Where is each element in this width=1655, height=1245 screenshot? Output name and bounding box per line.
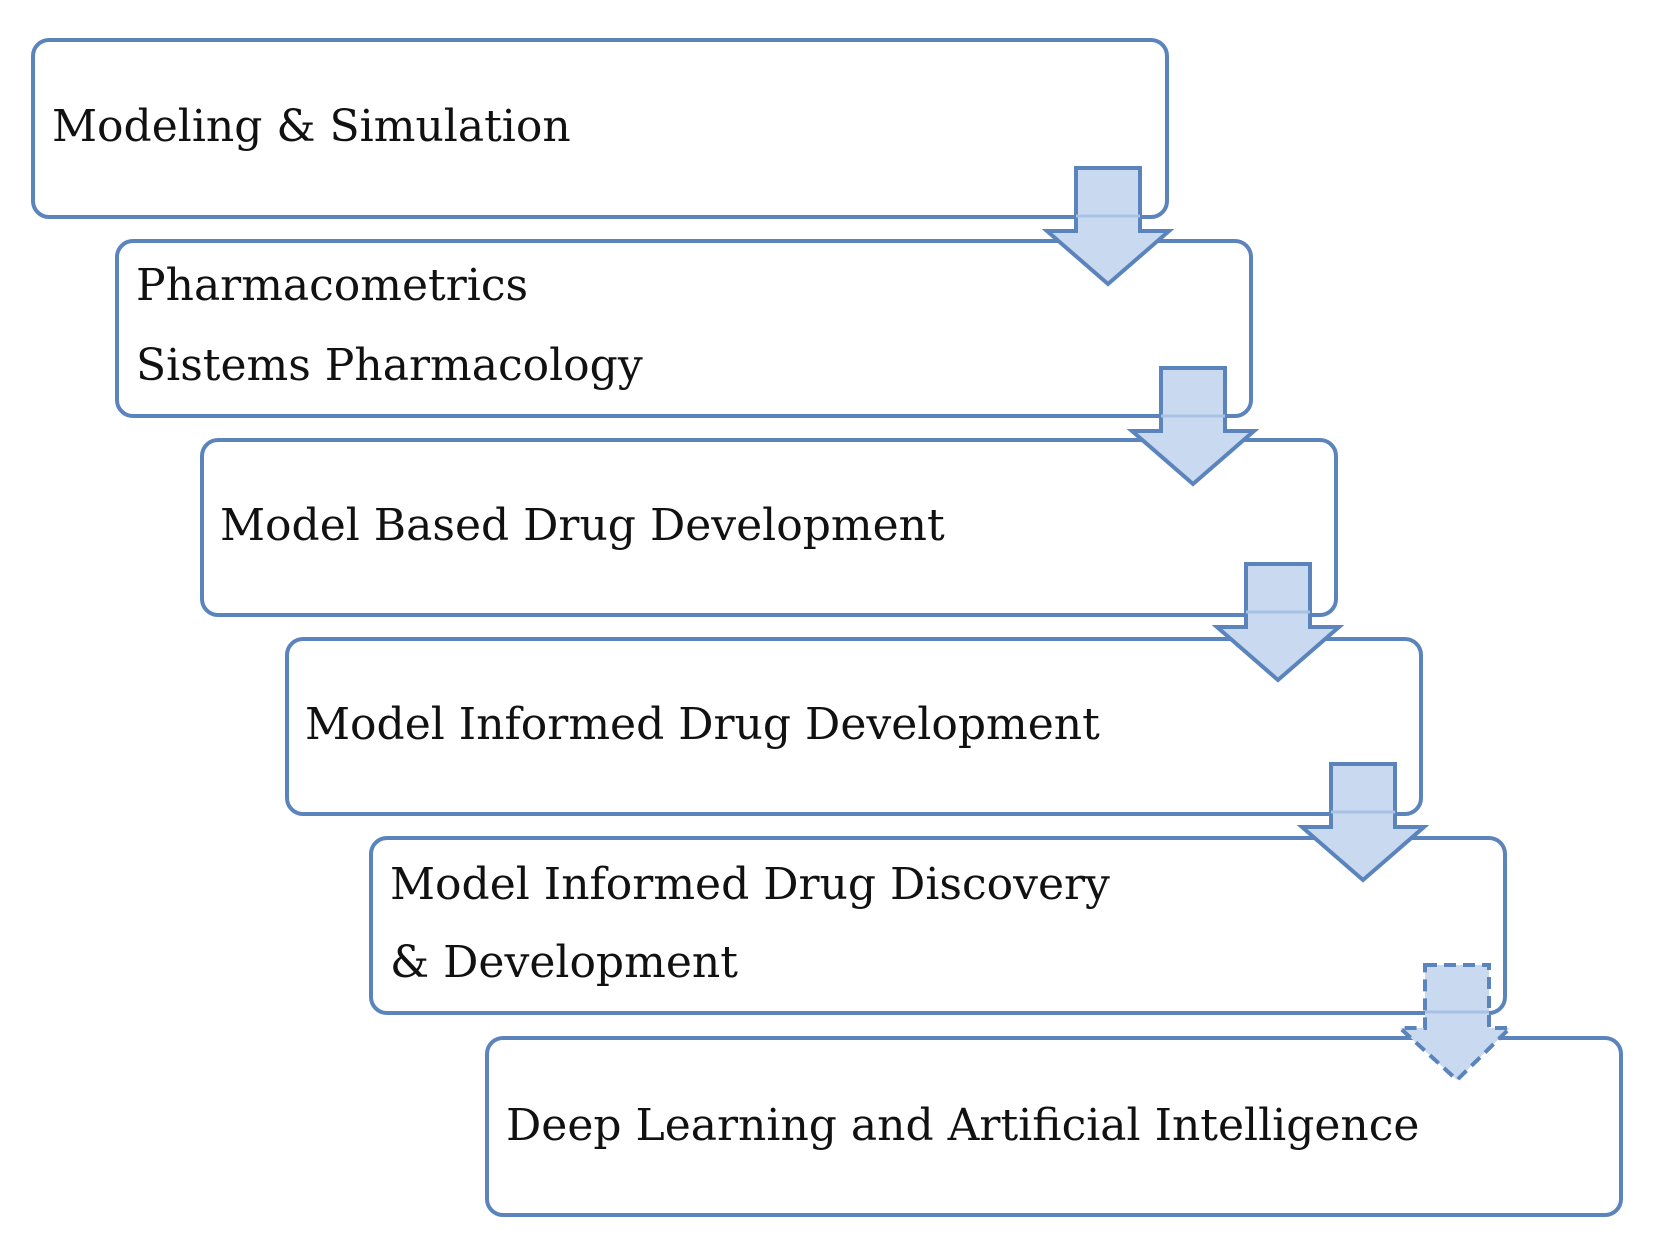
stage-label-line-1: Model Informed Drug Discovery xyxy=(390,859,1110,910)
stage-box xyxy=(200,438,1338,617)
stage-label-line-1: Pharmacometrics xyxy=(136,260,528,311)
stage-pharmacometrics: Pharmacometrics Sistems Pharmacology xyxy=(115,239,1253,418)
down-arrow-icon xyxy=(1211,562,1345,683)
dashed-down-arrow-icon xyxy=(1394,963,1515,1083)
stage-deep-learning-ai: Deep Learning and Artificial Intelligenc… xyxy=(485,1036,1623,1217)
stage-model-informed-drug-development: Model Informed Drug Development xyxy=(285,637,1423,816)
stage-modeling-simulation: Modeling & Simulation xyxy=(31,38,1169,219)
down-arrow-icon xyxy=(1041,166,1175,287)
stage-label: Deep Learning and Artificial Intelligenc… xyxy=(506,1100,1419,1151)
stage-label: Model Based Drug Development xyxy=(220,500,945,551)
stage-label: Model Informed Drug Development xyxy=(305,699,1100,750)
stage-label-line-2: & Development xyxy=(390,937,738,988)
stage-label-line-2: Sistems Pharmacology xyxy=(136,340,643,391)
stage-model-based-drug-development: Model Based Drug Development xyxy=(200,438,1338,617)
stage-box xyxy=(369,836,1507,1015)
stage-box xyxy=(115,239,1253,418)
down-arrow-icon xyxy=(1126,366,1260,487)
stage-model-informed-drug-discovery-development: Model Informed Drug Discovery & Developm… xyxy=(369,836,1507,1015)
stage-label: Modeling & Simulation xyxy=(52,101,571,152)
stage-box xyxy=(485,1036,1623,1217)
stage-box xyxy=(285,637,1423,816)
stage-box xyxy=(31,38,1169,219)
down-arrow-icon xyxy=(1296,762,1430,883)
